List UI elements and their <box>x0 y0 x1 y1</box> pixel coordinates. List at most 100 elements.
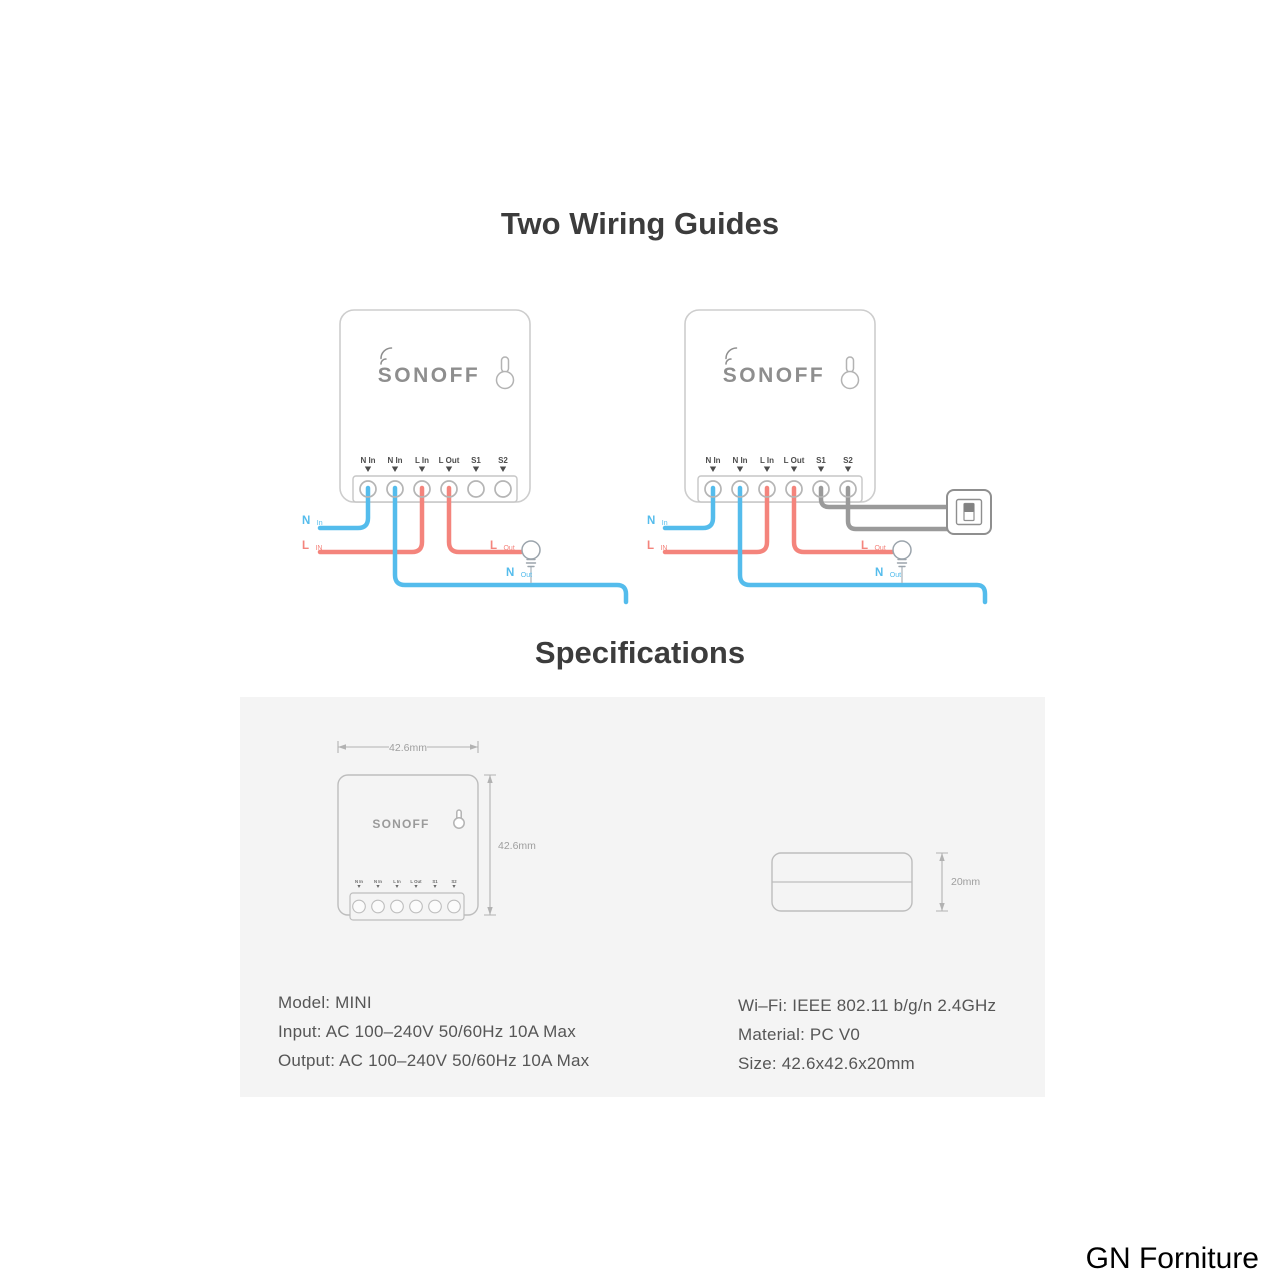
label-neutral-out: N Out <box>506 563 532 580</box>
label-neutral-in: N In <box>647 511 668 528</box>
height-dimension-label: 42.6mm <box>498 840 536 852</box>
height-dimension: 42.6mm <box>484 774 536 916</box>
terminal-label: L Out <box>784 456 805 465</box>
label-live-out: L Out <box>490 536 515 553</box>
reset-button-icon <box>840 356 860 390</box>
terminal-hole <box>467 480 485 498</box>
wire-neutral-out-loop <box>737 485 988 605</box>
terminal-hole <box>494 480 512 498</box>
device-body <box>339 309 531 503</box>
wire-live-out <box>446 485 524 555</box>
wire-s1 <box>818 485 952 510</box>
spec-line-material: Material: PC V0 <box>738 1025 861 1044</box>
label-live-in: L IN <box>647 536 667 553</box>
spec-line-wifi: Wi–Fi: IEEE 802.11 b/g/n 2.4GHz <box>738 996 997 1015</box>
spec-line-size: Size: 42.6x42.6x20mm <box>738 1054 915 1073</box>
label-live-in: L IN <box>302 536 322 553</box>
terminal-arrows <box>709 466 852 472</box>
wifi-waves-icon <box>725 347 738 360</box>
bulb-icon <box>892 540 912 583</box>
wiring-diagram-basic: SONOFF N In N In L In L Out S1 S2 <box>302 309 629 605</box>
wifi-waves-icon <box>380 347 393 360</box>
sonoff-logo: SONOFF <box>723 364 826 387</box>
wire-neutral-in <box>317 485 371 531</box>
terminal-hole <box>413 480 431 498</box>
specs-panel: 42.6mm SONOFF N In N In L In L Out S1 S2 <box>240 697 1045 1097</box>
terminal-block <box>697 475 863 503</box>
wall-switch <box>946 489 992 535</box>
terminal-hole <box>352 899 366 914</box>
watermark: GN Forniture <box>1085 1242 1259 1275</box>
terminal-holes <box>352 899 461 914</box>
terminal-arrows <box>364 466 507 472</box>
wire-neutral-out-loop <box>392 485 629 605</box>
spec-line-input: Input: AC 100–240V 50/60Hz 10A Max <box>278 1022 576 1041</box>
terminal-hole <box>812 480 830 498</box>
bulb-icon <box>521 540 541 583</box>
wiring-diagram-with-switch: SONOFF N In N In L In L Out S1 S2 <box>647 309 992 605</box>
sonoff-device: SONOFF N In N In L In L Out S1 S2 <box>339 309 531 503</box>
terminal-hole <box>731 480 749 498</box>
terminal-hole <box>390 899 404 914</box>
sonoff-device: SONOFF N In N In L In L Out S1 S2 <box>684 309 876 503</box>
wire-live-in <box>317 485 425 555</box>
wires <box>317 485 629 605</box>
wifi-waves-icon <box>725 358 732 365</box>
width-dimension: 42.6mm <box>337 741 479 754</box>
terminal-label: L In <box>393 879 401 884</box>
device-body <box>684 309 876 503</box>
specs-heading: Specifications <box>534 635 746 670</box>
reset-button-icon <box>495 356 515 390</box>
width-dimension-label: 42.6mm <box>389 742 427 754</box>
terminal-label: N In <box>705 456 720 465</box>
wire-s2 <box>845 485 952 532</box>
terminal-label: N In <box>360 456 375 465</box>
terminal-label: S1 <box>816 456 826 465</box>
terminal-hole <box>409 899 423 914</box>
reset-button-icon <box>453 809 465 829</box>
label-live-out: L Out <box>861 536 886 553</box>
terminal-hole <box>447 899 461 914</box>
terminal-label: L In <box>415 456 429 465</box>
terminal-label: S2 <box>451 879 457 884</box>
terminal-hole <box>758 480 776 498</box>
sonoff-logo: SONOFF <box>372 817 429 831</box>
terminal-block <box>349 892 465 921</box>
terminal-label: S2 <box>498 456 508 465</box>
terminal-label: N In <box>387 456 402 465</box>
terminal-holes <box>704 480 857 498</box>
terminal-label: L Out <box>439 456 460 465</box>
wires <box>662 485 988 605</box>
terminal-arrows <box>357 885 456 888</box>
wire-live-out <box>791 485 895 555</box>
terminal-hole <box>428 899 442 914</box>
label-neutral-out: N Out <box>875 563 901 580</box>
terminal-hole <box>704 480 722 498</box>
terminal-label: N In <box>355 879 363 884</box>
terminal-hole <box>785 480 803 498</box>
terminal-label: S1 <box>471 456 481 465</box>
terminal-label: L Out <box>410 879 422 884</box>
sonoff-logo: SONOFF <box>378 364 481 387</box>
terminal-hole <box>359 480 377 498</box>
terminal-label: N In <box>732 456 747 465</box>
depth-dimension-label: 20mm <box>951 876 980 888</box>
label-neutral-in: N In <box>302 511 323 528</box>
terminal-label: S2 <box>843 456 853 465</box>
specs-right-column: Wi–Fi: IEEE 802.11 b/g/n 2.4GHz Material… <box>738 991 996 1078</box>
terminal-hole <box>440 480 458 498</box>
page-title: Two Wiring Guides <box>500 206 780 241</box>
spec-line-output: Output: AC 100–240V 50/60Hz 10A Max <box>278 1051 590 1070</box>
terminal-label: S1 <box>432 879 438 884</box>
wire-neutral-in <box>662 485 716 531</box>
terminal-hole <box>386 480 404 498</box>
specs-left-column: Model: MINI Input: AC 100–240V 50/60Hz 1… <box>278 988 589 1075</box>
terminal-hole <box>371 899 385 914</box>
device-side-outline <box>771 852 913 912</box>
depth-dimension: 20mm <box>936 852 980 912</box>
terminal-block <box>352 475 518 503</box>
spec-line-model: Model: MINI <box>278 993 372 1012</box>
terminal-hole <box>839 480 857 498</box>
device-front-outline: SONOFF N In N In L In L Out S1 S2 <box>337 774 479 921</box>
terminal-holes <box>359 480 512 498</box>
